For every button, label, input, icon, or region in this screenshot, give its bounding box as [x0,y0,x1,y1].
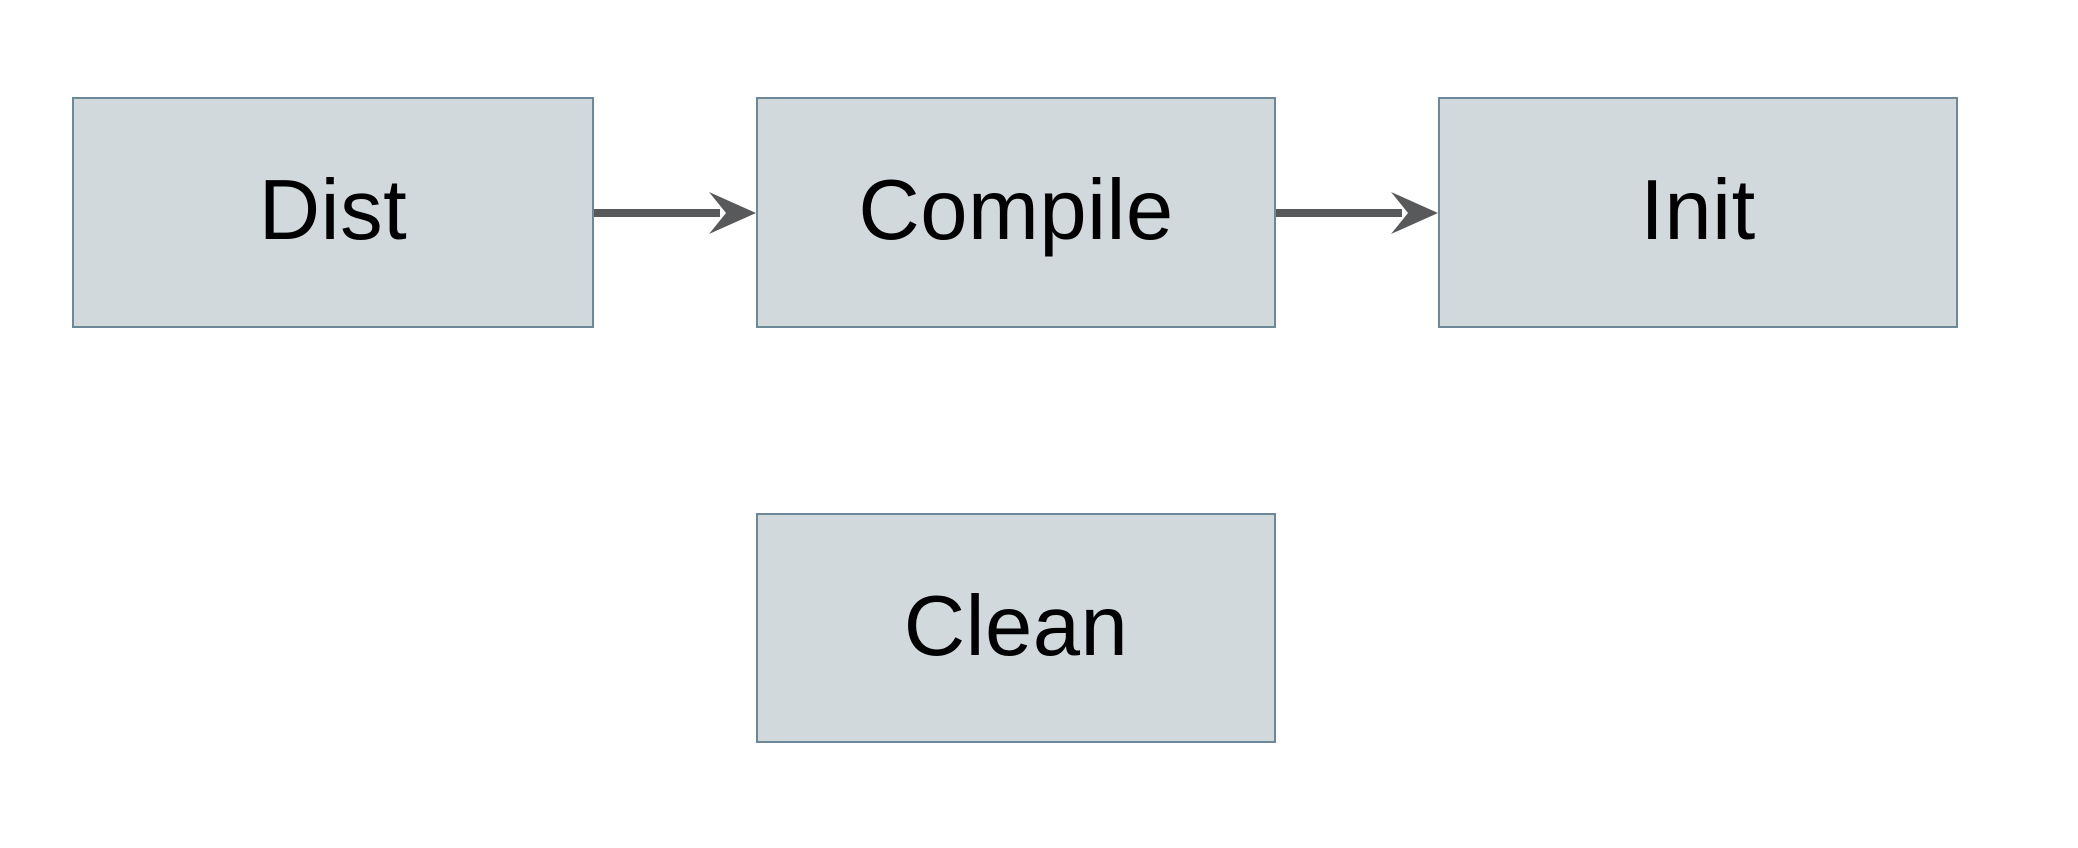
node-dist: Dist [72,97,594,328]
node-dist-label: Dist [258,163,408,258]
node-clean: Clean [756,513,1276,743]
arrow-compile-to-init-icon [1276,192,1438,234]
node-init: Init [1438,97,1958,328]
node-compile-label: Compile [858,163,1174,258]
arrow-head [709,192,756,234]
node-init-label: Init [1640,163,1756,258]
arrow-head [1391,192,1438,234]
node-compile: Compile [756,97,1276,328]
arrow-dist-to-compile-icon [594,192,756,234]
node-clean-label: Clean [903,578,1129,674]
